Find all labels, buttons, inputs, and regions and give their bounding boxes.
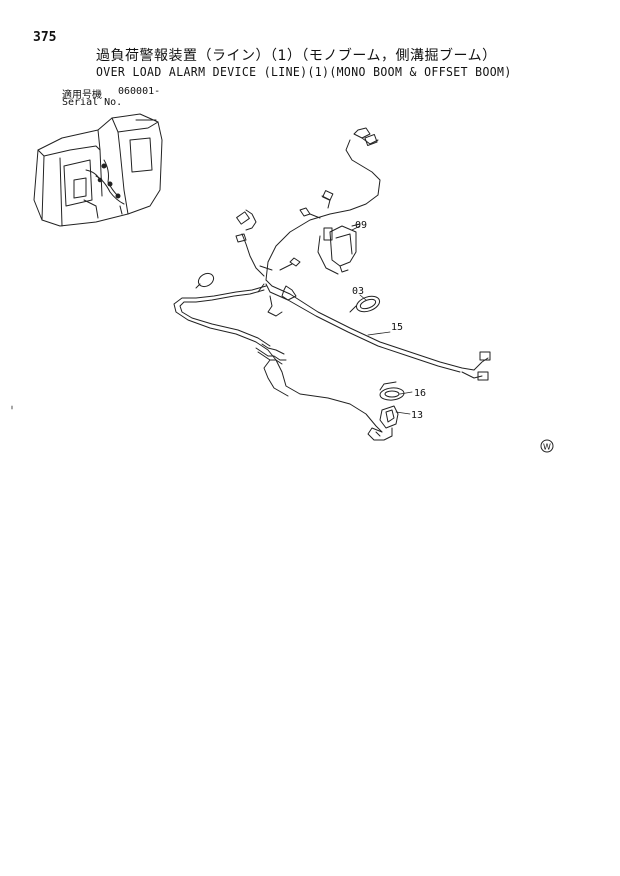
hose-ring — [195, 272, 215, 289]
callout-16: 16 — [414, 388, 426, 399]
serial-label-english: Serial No. — [62, 97, 123, 108]
part-03-clamp — [349, 295, 381, 313]
serial-label-japanese: 適用号機 — [62, 90, 102, 101]
leader-16 — [399, 391, 413, 395]
part-15-line — [257, 279, 491, 381]
callout-13: 13 — [411, 410, 423, 421]
callout-15: 15 — [391, 322, 403, 333]
leader-09 — [351, 225, 361, 231]
part-09-switch — [317, 223, 361, 275]
callout-09: 09 — [355, 220, 367, 231]
callout-03: 03 — [352, 286, 364, 297]
page-title-japanese: 過負荷警報装置（ライン）（1）（モノブーム，側溝掘ブーム） — [96, 48, 497, 64]
lower-hose-loop — [173, 285, 383, 433]
upper-harness — [235, 127, 381, 281]
part-16-ring — [379, 381, 405, 401]
page-number: 375 — [33, 30, 57, 45]
circled-w-mark: W — [540, 439, 554, 453]
leader-13 — [395, 411, 411, 415]
mark-letter: W — [543, 443, 551, 452]
serial-number-value: 060001- — [118, 86, 161, 97]
leader-03 — [359, 294, 367, 301]
page-title-english: OVER LOAD ALARM DEVICE (LINE)(1)(MONO BO… — [96, 64, 512, 79]
part-13-fitting — [367, 405, 399, 441]
leader-15 — [367, 331, 391, 336]
machine-cab-thumbnail — [33, 113, 163, 227]
leader-lines — [351, 225, 413, 415]
